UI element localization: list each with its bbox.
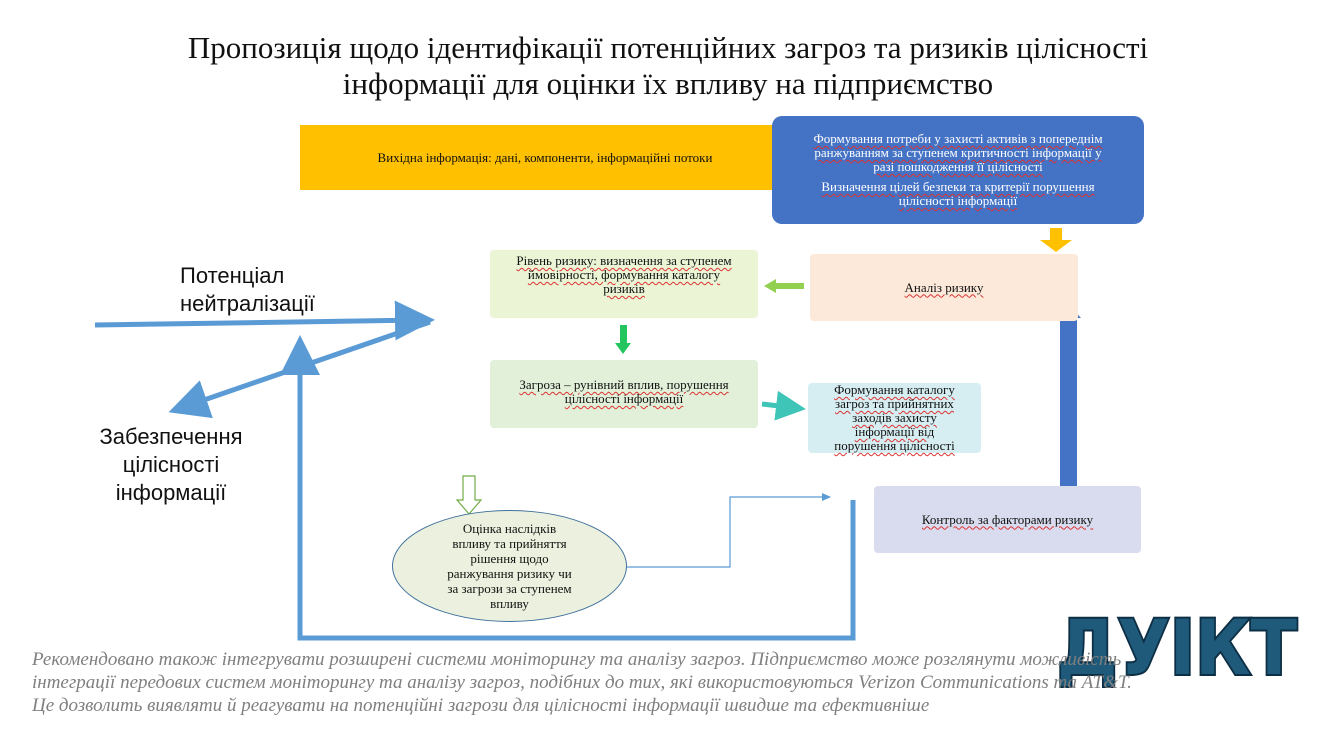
threat-line-1: Загроза – рунівний вплив, порушення xyxy=(519,377,729,392)
security-goals-line-2: цілісності інформації xyxy=(898,193,1018,208)
svg-text:ДУІКТ: ДУІКТ xyxy=(1057,603,1297,692)
catalog-line-1: Формування каталогу xyxy=(834,382,955,397)
footer-line-1: Рекомендовано також інтегрувати розширен… xyxy=(32,649,1122,670)
assessment-line-2: впливу та прийняття xyxy=(452,536,567,551)
threat-line-2: цілісності інформації xyxy=(564,391,684,406)
protection-line-2: ранжуванням за ступенем критичності інфо… xyxy=(814,145,1102,160)
source-information-box: Вихідна інформація: дані, компоненти, ін… xyxy=(300,125,790,190)
risk-level-line-2: ймовірності, формування каталогу xyxy=(527,267,721,282)
catalog-line-5: порушення цілісності xyxy=(834,438,955,453)
arrow-integrity-line xyxy=(168,319,431,419)
slide-title: Пропозиція щодо ідентифікації потенційни… xyxy=(120,30,1216,102)
assessment-line-3: рішення щодо xyxy=(470,551,549,566)
integrity-line-3: інформації xyxy=(115,480,227,505)
arrow-control-to-analysis xyxy=(1056,304,1081,502)
assessment-line-1: Оцінка наслідків xyxy=(462,521,557,536)
arrow-analysis-to-risk-level xyxy=(764,279,804,293)
risk-level-box: Рівень ризику: визначення за ступенем йм… xyxy=(490,250,758,318)
logo-mark: ДУІКТ xyxy=(1055,601,1299,694)
catalog-line-3: заходів захисту xyxy=(852,410,937,425)
neutralization-potential-label: Потенціал нейтралізації xyxy=(180,262,315,318)
asset-protection-box: Формування потреби у захисті активів з п… xyxy=(772,116,1144,224)
integrity-line-2: цілісності xyxy=(122,452,220,477)
assessment-line-5: за загрози за ступенем xyxy=(447,581,572,596)
risk-analysis-text: Аналіз ризику xyxy=(904,279,984,295)
potential-line-1: Потенціал xyxy=(180,263,285,288)
catalog-line-2: загроз та прийнятних xyxy=(835,396,954,411)
catalog-line-4: інформації від xyxy=(854,424,935,439)
assessment-line-4: ранжування ризику чи xyxy=(447,566,572,581)
source-information-text: Вихідна інформація: дані, компоненти, ін… xyxy=(377,149,713,165)
risk-level-line-3: ризиків xyxy=(603,281,645,296)
security-goals-line-1: Визначення цілей безпеки та критерії пор… xyxy=(821,179,1095,194)
arrow-potential-line xyxy=(94,300,435,341)
arrow-risk-level-to-threat xyxy=(615,325,631,354)
feedback-loop-connector xyxy=(280,335,856,641)
integrity-assurance-label: Забезпечення цілісності інформації xyxy=(98,423,244,507)
title-line-2: інформації для оцінки їх впливу на підпр… xyxy=(342,66,994,101)
arrow-threat-to-catalog xyxy=(761,390,806,421)
arrow-protection-to-analysis xyxy=(1040,228,1072,252)
assessment-line-6: впливу xyxy=(490,596,529,611)
risk-level-line-1: Рівень ризику: визначення за ступенем xyxy=(516,253,732,268)
threat-catalog-box: Формування каталогу загроз та прийнятних… xyxy=(808,383,981,453)
hollow-arrow-down xyxy=(455,475,483,515)
footer-line-2: інтеграції передових систем моніторингу … xyxy=(32,672,1132,693)
risk-analysis-box: Аналіз ризику xyxy=(810,254,1078,321)
protection-line-1: Формування потреби у захисті активів з п… xyxy=(813,131,1103,146)
protection-line-3: разі пошкодження її цілісності xyxy=(873,159,1043,174)
threat-box: Загроза – рунівний вплив, порушення цілі… xyxy=(490,360,758,428)
recommendation-footer: Рекомендовано також інтегрувати розширен… xyxy=(32,648,1322,717)
assessment-connector xyxy=(627,493,831,568)
integrity-line-1: Забезпечення xyxy=(99,424,243,449)
footer-line-3: Це дозволить виявляти й реагувати на пот… xyxy=(32,695,930,716)
impact-assessment-ellipse: Оцінка наслідків впливу та прийняття ріш… xyxy=(392,510,627,622)
title-line-1: Пропозиція щодо ідентифікації потенційни… xyxy=(187,30,1149,65)
control-text: Контроль за факторами ризику xyxy=(921,511,1094,527)
risk-factor-control-box: Контроль за факторами ризику xyxy=(874,486,1141,553)
potential-line-2: нейтралізації xyxy=(180,291,315,316)
